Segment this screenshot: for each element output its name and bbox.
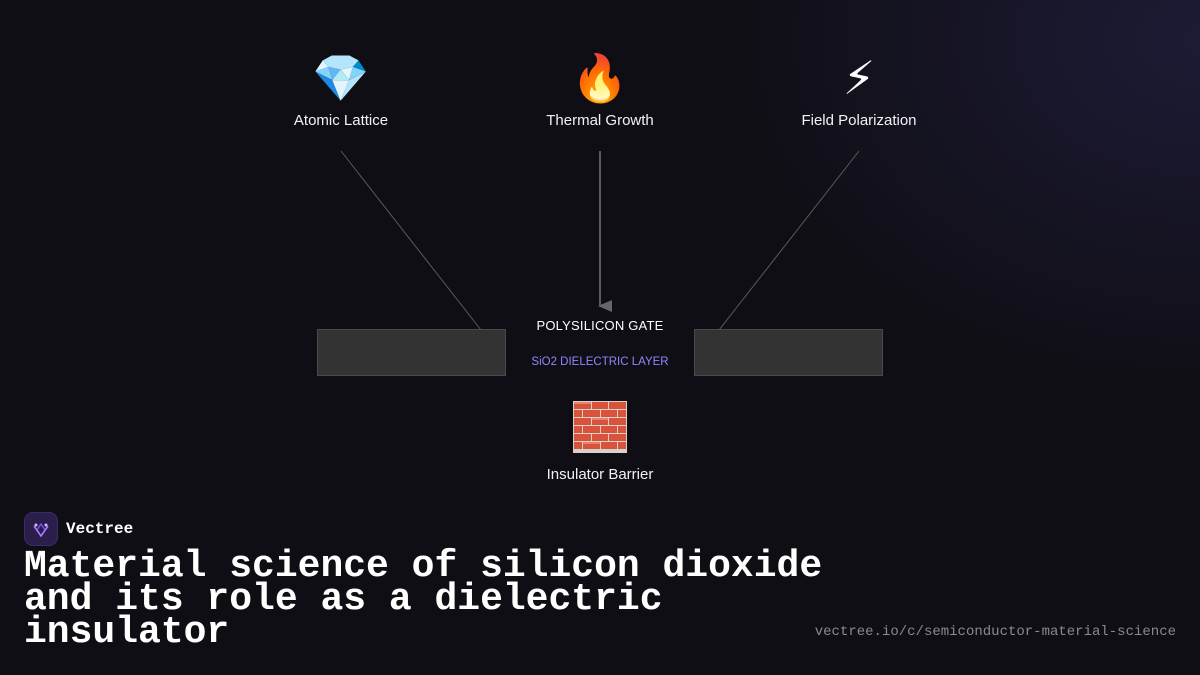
page-title: Material science of silicon dioxide and … <box>24 545 823 654</box>
connector-atomic-lattice <box>340 150 507 363</box>
node-field-polarization: ⚡ Field Polarization <box>759 50 959 129</box>
gem-icon: 💎 <box>312 51 370 105</box>
brand: Vectree <box>24 512 133 546</box>
connector-field-polarization <box>693 150 860 363</box>
brick-wall-icon <box>573 401 627 453</box>
node-label: Thermal Growth <box>546 112 654 129</box>
lightning-icon: ⚡ <box>842 51 876 105</box>
oxide-slab-right <box>694 329 883 376</box>
fire-icon: 🔥 <box>571 51 629 105</box>
oxide-slab-left <box>317 329 506 376</box>
source-url: vectree.io/c/semiconductor-material-scie… <box>814 624 1176 640</box>
vectree-logo-icon <box>24 512 58 546</box>
node-atomic-lattice: 💎 Atomic Lattice <box>241 50 441 129</box>
insulator-barrier-label: Insulator Barrier <box>546 466 654 483</box>
brand-name: Vectree <box>66 520 134 538</box>
node-thermal-growth: 🔥 Thermal Growth <box>500 50 700 129</box>
dielectric-layer-label: SiO2 DIELECTRIC LAYER <box>531 356 669 368</box>
node-label: Field Polarization <box>801 112 917 129</box>
polysilicon-gate-label: POLYSILICON GATE <box>536 318 664 333</box>
node-label: Atomic Lattice <box>293 112 389 129</box>
